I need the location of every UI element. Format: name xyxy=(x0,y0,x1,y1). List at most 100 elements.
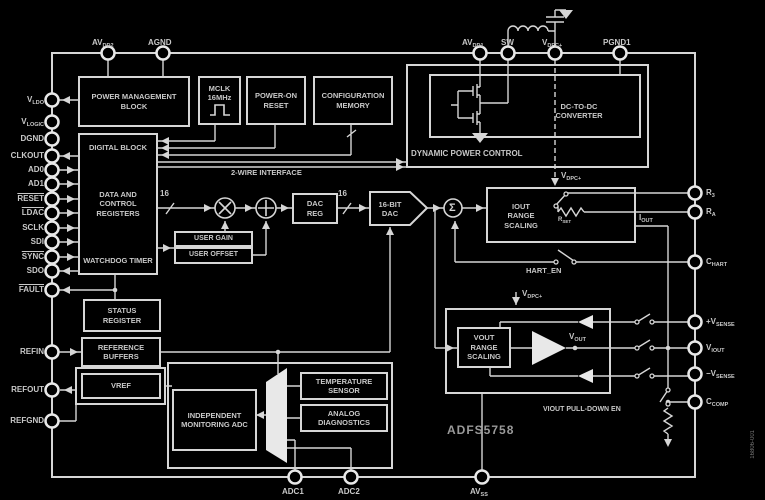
user-offset-label: USER OFFSET xyxy=(188,251,238,259)
digital-block: DIGITAL BLOCK DATA AND CONTROL REGISTERS… xyxy=(78,133,158,275)
clock-pulse-icon xyxy=(209,104,230,117)
pin-circles xyxy=(44,45,703,485)
status-register-block: STATUS REGISTER xyxy=(83,299,161,332)
dac-16bit-label: 16-BIT DAC xyxy=(378,199,402,218)
vout-rs-label: VOUT xyxy=(473,333,495,343)
temperature-sensor-block: TEMPERATURE SENSOR xyxy=(300,372,388,400)
rset-label: RSET xyxy=(558,217,572,224)
figure-watermark: 16806-001 xyxy=(750,430,756,459)
sense-amp-bottom-icon xyxy=(578,369,593,383)
pin-refin: REFIN xyxy=(20,347,44,356)
pin-dgnd: DGND xyxy=(20,134,44,143)
pin-sw: SW xyxy=(501,38,514,47)
digital-block-label: DIGITAL BLOCK xyxy=(88,143,148,152)
monitoring-adc-block: INDEPENDENT MONITORING ADC xyxy=(172,389,257,451)
switch-contacts xyxy=(553,191,671,407)
vdpc-vout-label: VDPC+ xyxy=(522,289,543,300)
sense-amp-top-icon xyxy=(578,315,593,329)
user-gain-label: USER GAIN xyxy=(194,234,233,242)
bus-width-16-label-b: 16 xyxy=(338,189,347,198)
dcdc-converter-block: DC-TO-DC CONVERTER xyxy=(523,96,635,126)
watchdog-timer-label: WATCHDOG TIMER xyxy=(83,255,153,265)
pin-vsense-minus: −VSENSE xyxy=(706,369,735,380)
pin-sdi: SDI xyxy=(30,237,44,246)
user-gain-block: USER GAIN xyxy=(174,231,253,247)
adc-mux-icon xyxy=(266,368,287,463)
temperature-sensor-label: TEMPERATURE SENSOR xyxy=(315,376,373,395)
data-control-registers-label: DATA AND CONTROL REGISTERS xyxy=(96,189,140,218)
iout-range-scaling-block: IOUT RANGE SCALING xyxy=(490,196,552,236)
multiply-add-icons xyxy=(218,200,274,216)
pin-sync: SYNC xyxy=(21,252,44,261)
pin-sdo: SDO xyxy=(26,266,44,275)
pin-chart: CHART xyxy=(706,257,728,268)
pin-adc1: ADC1 xyxy=(282,487,304,496)
reference-buffers-label: REFERENCE BUFFERS xyxy=(97,342,145,361)
iout-rs-label: IOUT xyxy=(512,201,530,211)
hart-en-label: HART_EN xyxy=(526,266,562,275)
pin-reset: RESET xyxy=(17,194,44,203)
dcdc-converter-label: DC-TO-DC CONVERTER xyxy=(555,101,603,120)
vout-range-scaling-block: VOUT RANGE SCALING xyxy=(457,327,511,368)
analog-diagnostics-label: ANALOG DIAGNOSTICS xyxy=(317,408,371,427)
mclk-label: MCLK xyxy=(208,83,231,93)
pin-ad0: AD0 xyxy=(27,165,44,174)
pin-avdd2: AVDD2 xyxy=(92,38,114,49)
por-label: POWER-ON RESET xyxy=(254,91,298,110)
vref-block: VREF xyxy=(81,373,161,399)
analog-diagnostics-block: ANALOG DIAGNOSTICS xyxy=(300,404,388,432)
pin-ad1: AD1 xyxy=(27,179,44,188)
configuration-memory-block: CONFIGURATION MEMORY xyxy=(313,76,393,125)
viout-pulldown-label: VIOUT PULL-DOWN EN xyxy=(543,406,621,413)
part-number-label: ADFS5758 xyxy=(447,423,515,437)
pin-refout: REFOUT xyxy=(11,385,44,394)
vref-label: VREF xyxy=(110,381,131,391)
status-register-label: STATUS REGISTER xyxy=(102,306,142,325)
pin-ldac: LDAC xyxy=(21,208,44,217)
pin-agnd: AGND xyxy=(148,38,172,47)
pin-ccomp: CCOMP xyxy=(706,397,729,408)
pin-sclk: SCLK xyxy=(22,223,44,232)
dac-pentagon xyxy=(369,191,429,226)
inductor-icon xyxy=(507,25,549,32)
vout-rs-label-rest: RANGE SCALING xyxy=(467,342,501,362)
vout-amp-icon xyxy=(532,331,566,365)
power-management-label: POWER MANAGEMENT BLOCK xyxy=(91,92,177,111)
vdpc-rail-label: VDPC+ xyxy=(561,171,582,182)
two-wire-interface-label: 2-WIRE INTERFACE xyxy=(231,168,302,177)
dynamic-power-control-label: DYNAMIC POWER CONTROL xyxy=(411,149,523,158)
monitoring-adc-label: INDEPENDENT MONITORING ADC xyxy=(181,410,248,429)
pin-ra: RA xyxy=(706,207,716,218)
power-management-block: POWER MANAGEMENT BLOCK xyxy=(78,76,190,127)
pin-r3: R3 xyxy=(706,188,715,199)
pin-vldo: VLDO xyxy=(27,95,44,106)
pin-vlogic: VLOGIC xyxy=(21,117,44,128)
iout-node-label: IOUT xyxy=(639,213,653,224)
pin-pgnd1: PGND1 xyxy=(603,38,631,47)
mclk-freq-label: 16MHz xyxy=(207,93,232,102)
pin-clkout: CLKOUT xyxy=(10,151,44,160)
mclk-block: MCLK 16MHz xyxy=(198,76,241,125)
dac-16bit-block: 16-BIT DAC xyxy=(366,196,414,222)
sigma-node-label: Σ xyxy=(449,202,456,214)
dac-reg-label: DAC REG xyxy=(306,199,324,218)
bus-width-16-label-a: 16 xyxy=(160,189,169,198)
power-on-reset-block: POWER-ON RESET xyxy=(246,76,306,125)
chip-outline xyxy=(51,52,696,478)
vout-node-label: VOUT xyxy=(569,332,586,343)
pin-adc2: ADC2 xyxy=(338,487,360,496)
config-memory-label: CONFIGURATION MEMORY xyxy=(321,91,385,110)
arrowheads xyxy=(62,10,672,447)
pin-vsense-plus: +VSENSE xyxy=(706,317,735,328)
pin-avdd1: AVDD1 xyxy=(462,38,484,49)
pin-vdpc: VDPC+ xyxy=(542,38,563,49)
user-offset-block: USER OFFSET xyxy=(174,247,253,264)
dac-reg-block: DAC REG xyxy=(292,193,338,224)
pin-avss: AVSS xyxy=(470,487,488,498)
iout-rs-label-rest: RANGE SCALING xyxy=(504,211,538,230)
pin-fault: FAULT xyxy=(18,285,44,294)
reference-buffers-block: REFERENCE BUFFERS xyxy=(81,337,161,367)
pin-refgnd: REFGND xyxy=(10,416,44,425)
